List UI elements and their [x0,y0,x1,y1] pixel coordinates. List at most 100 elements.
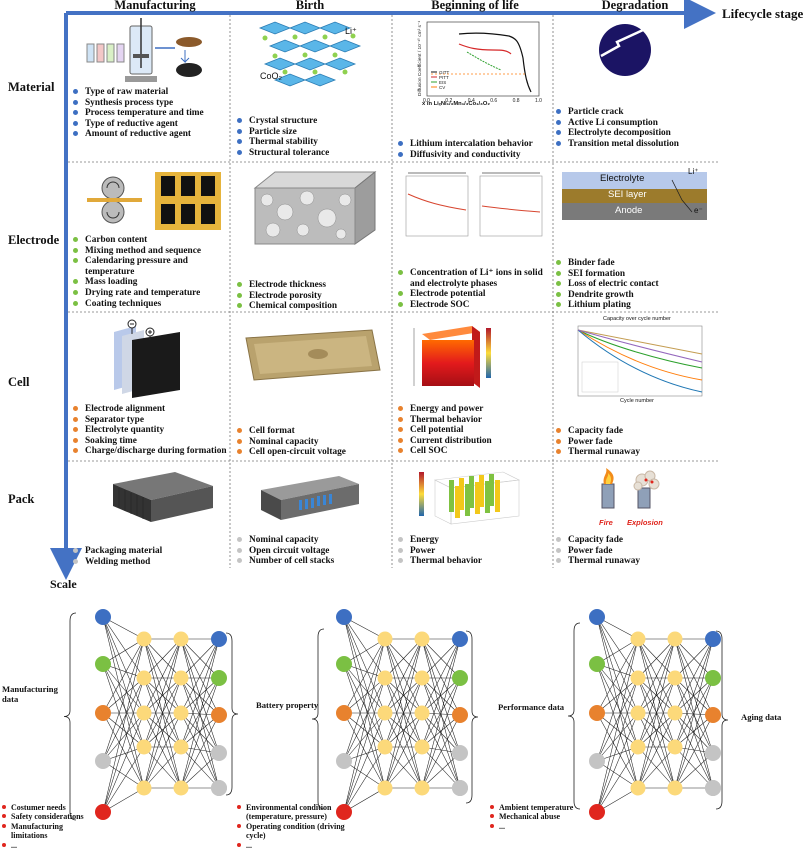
battery-module-illustration [113,472,213,522]
capacity-chart-xlabel: Cycle number [620,398,654,404]
input-node [336,753,352,769]
list-item: Operating condition (driving cycle) [237,822,352,841]
hidden-node [377,670,393,686]
list-item: Thermal runaway [556,556,708,567]
list-item: Calendaring pressure and temperature [73,256,225,277]
input-brace [311,628,325,810]
hidden-node [667,705,683,721]
grid-lines [68,15,720,568]
input-node [95,609,111,625]
row-material: Material [8,80,55,94]
diffusion-xtick: 0.8 [513,98,520,104]
diffusion-xtick: 0.0 [423,98,430,104]
diffusion-xtick: 0.6 [490,98,497,104]
input-brace [567,622,581,810]
coo2-label: CoO₂ [260,71,282,81]
diffusion-legend-entry: GITT [439,70,449,75]
hidden-node [667,631,683,647]
input-node [589,609,605,625]
diffusion-xtick: 1.0 [535,98,542,104]
input-node [589,656,605,672]
calendaring-illustration [87,172,221,230]
list-item: Thermal behavior [398,415,550,426]
output-node [452,780,468,796]
list-item: Costumer needs [2,803,88,812]
hidden-node [630,631,646,647]
hidden-node [136,780,152,796]
list-item: Loss of electric contact [556,279,711,290]
list-item: Packaging material [73,546,225,557]
diffusion-legend-entry: EIS [439,80,446,85]
input-node [336,705,352,721]
input-node [336,609,352,625]
input-node [589,753,605,769]
list-item: Chemical composition [237,301,387,312]
row-electrode: Electrode [8,233,60,247]
output-node [211,707,227,723]
output-node [705,780,721,796]
list-item: Type of reductive agent [73,119,225,130]
list-item: Energy and power [398,404,550,415]
col-manufacturing: Manufacturing [114,0,196,12]
fire-explosion-illustration [601,468,660,509]
hidden-node [630,670,646,686]
list-item: ... [2,841,88,850]
sei-li-label: Li⁺ [688,167,699,176]
neural-networks [63,609,729,821]
list-item: Soaking time [73,436,228,447]
sei-layer-diagram [562,172,707,220]
output-node [452,707,468,723]
col-birth: Birth [295,0,325,12]
cell-thermal-illustration [413,326,491,388]
list-item: Coating techniques [73,299,225,310]
list-item: Cell SOC [398,446,550,457]
list-item: Environmental condition (temperature, pr… [237,803,352,822]
hidden-node [414,739,430,755]
aging-data-label: Aging data [741,712,782,722]
list-item: Thermal behavior [398,556,550,567]
capacity-fade-chart [577,325,703,397]
list-item: Capacity fade [556,426,711,437]
synthesis-apparatus-illustration [86,18,202,82]
diffusion-xtick: 0.4 [468,98,475,104]
list-item: Open circuit voltage [237,546,389,557]
list-item: Diffusivity and conductivity [398,150,550,161]
list-item: Lithium intercalation behavior [398,139,550,150]
output-node [452,631,468,647]
list-item: Mass loading [73,277,225,288]
input-node [589,804,605,820]
list-item: ... [490,822,590,831]
hidden-node [136,670,152,686]
hidden-node [667,739,683,755]
electrode-microstructure-illustration [253,170,377,245]
hidden-node [173,705,189,721]
list-item: Structural tolerance [237,148,387,159]
hidden-node [136,739,152,755]
list-item: Ambient temperature [490,803,590,812]
input-node [95,753,111,769]
fire-label: Fire [599,518,613,527]
hidden-node [173,739,189,755]
axes-layer [50,0,720,580]
capacity-chart-title: Capacity over cycle number [603,316,671,322]
crystal-structure-illustration [258,21,362,87]
output-node [705,745,721,761]
hidden-node [414,670,430,686]
list-item: Nominal capacity [237,437,389,448]
hidden-node [377,780,393,796]
input-node [95,804,111,820]
hidden-node [377,631,393,647]
battery-pack-illustration [261,476,359,520]
diffusion-xtick: 0.2 [445,98,452,104]
concentration-charts [405,172,543,237]
list-item: Synthesis process type [73,98,225,109]
